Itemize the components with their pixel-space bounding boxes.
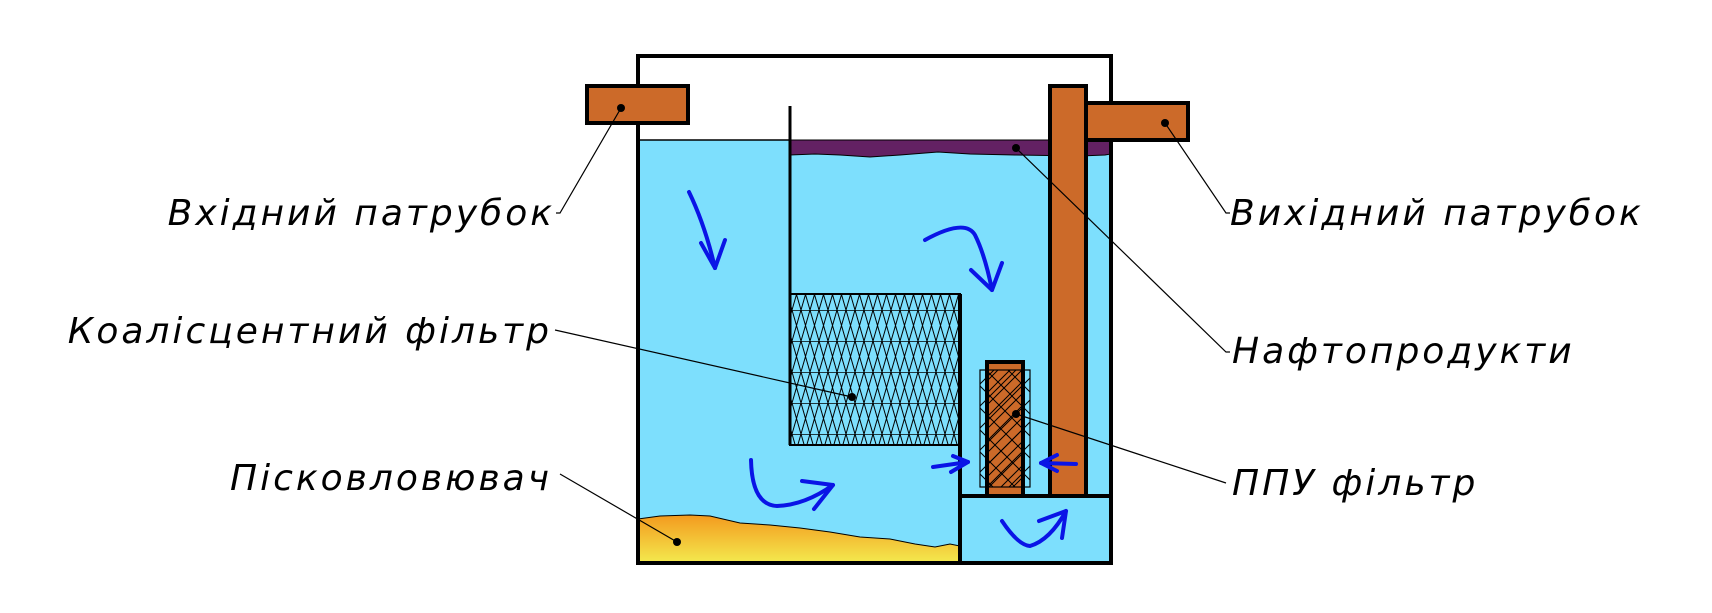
label-outlet-pipe: Вихідний патрубок — [1230, 193, 1644, 234]
label-ppu-filter: ППУ фільтр — [1232, 463, 1478, 504]
leader-oil-products — [1012, 144, 1230, 353]
label-inlet-pipe: Вхідний патрубок — [168, 193, 555, 234]
ppu-filter — [979, 360, 1031, 498]
leader-coalescing-filter — [554, 329, 856, 401]
label-coalescing-filter: Коалісцентний фільтр — [68, 311, 552, 352]
flow-arrow-into-ppu-left — [931, 454, 970, 474]
coalescing-filter — [789, 293, 962, 446]
inlet-pipe — [585, 84, 690, 125]
flow-arrow-over-filter — [923, 225, 1004, 292]
tank-walls — [636, 140, 1113, 565]
leader-ppu-filter — [1012, 410, 1227, 484]
tank-outline — [636, 54, 1113, 140]
flow-arrow-under-filter — [749, 458, 835, 511]
leader-inlet-pipe — [556, 104, 625, 214]
label-sand-trap: Пісковловювач — [230, 458, 552, 499]
label-oil-products: Нафтопродукти — [1232, 331, 1575, 372]
outlet-pipe-horizontal — [1084, 101, 1190, 142]
flow-arrow-into-ppu-right — [1039, 453, 1078, 473]
flow-arrow-inlet-down — [687, 190, 727, 270]
outlet-pipe-vertical — [1048, 84, 1088, 498]
leader-outlet-pipe — [1161, 119, 1230, 214]
flow-arrow-clean-chamber — [1000, 509, 1068, 548]
leader-sand-trap — [559, 473, 681, 546]
